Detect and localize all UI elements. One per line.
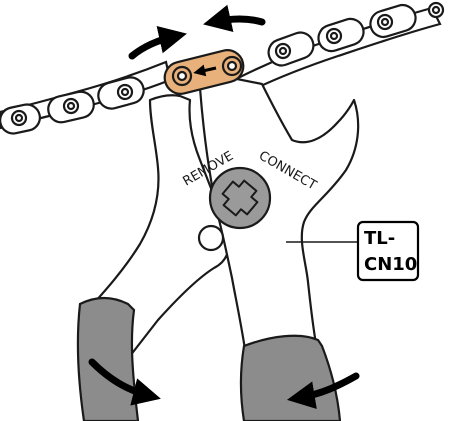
tool-left-arm bbox=[84, 94, 231, 358]
left-grip bbox=[76, 296, 140, 421]
chain-right-section bbox=[236, 1, 445, 96]
chain-left-section bbox=[0, 60, 172, 135]
right-grip bbox=[239, 334, 342, 421]
quick-link-arrow-icon bbox=[193, 64, 217, 77]
tool-label-box: TL- CN10 bbox=[356, 220, 420, 282]
quick-link bbox=[163, 49, 245, 95]
tool-label-line1: TL- bbox=[364, 228, 395, 249]
arrow-icon-grip-left bbox=[88, 358, 161, 406]
tool-label-line2: CN10 bbox=[364, 254, 417, 275]
arrow-icon-chain-left bbox=[128, 25, 187, 60]
chain bbox=[0, 1, 445, 135]
screw-cross bbox=[221, 179, 259, 217]
arrow-icon-grip-right bbox=[286, 372, 360, 410]
motion-arrows bbox=[88, 4, 360, 410]
pliers-tool bbox=[84, 76, 360, 358]
tool-pivot bbox=[197, 224, 225, 252]
arrow-icon-chain-top bbox=[203, 4, 266, 33]
